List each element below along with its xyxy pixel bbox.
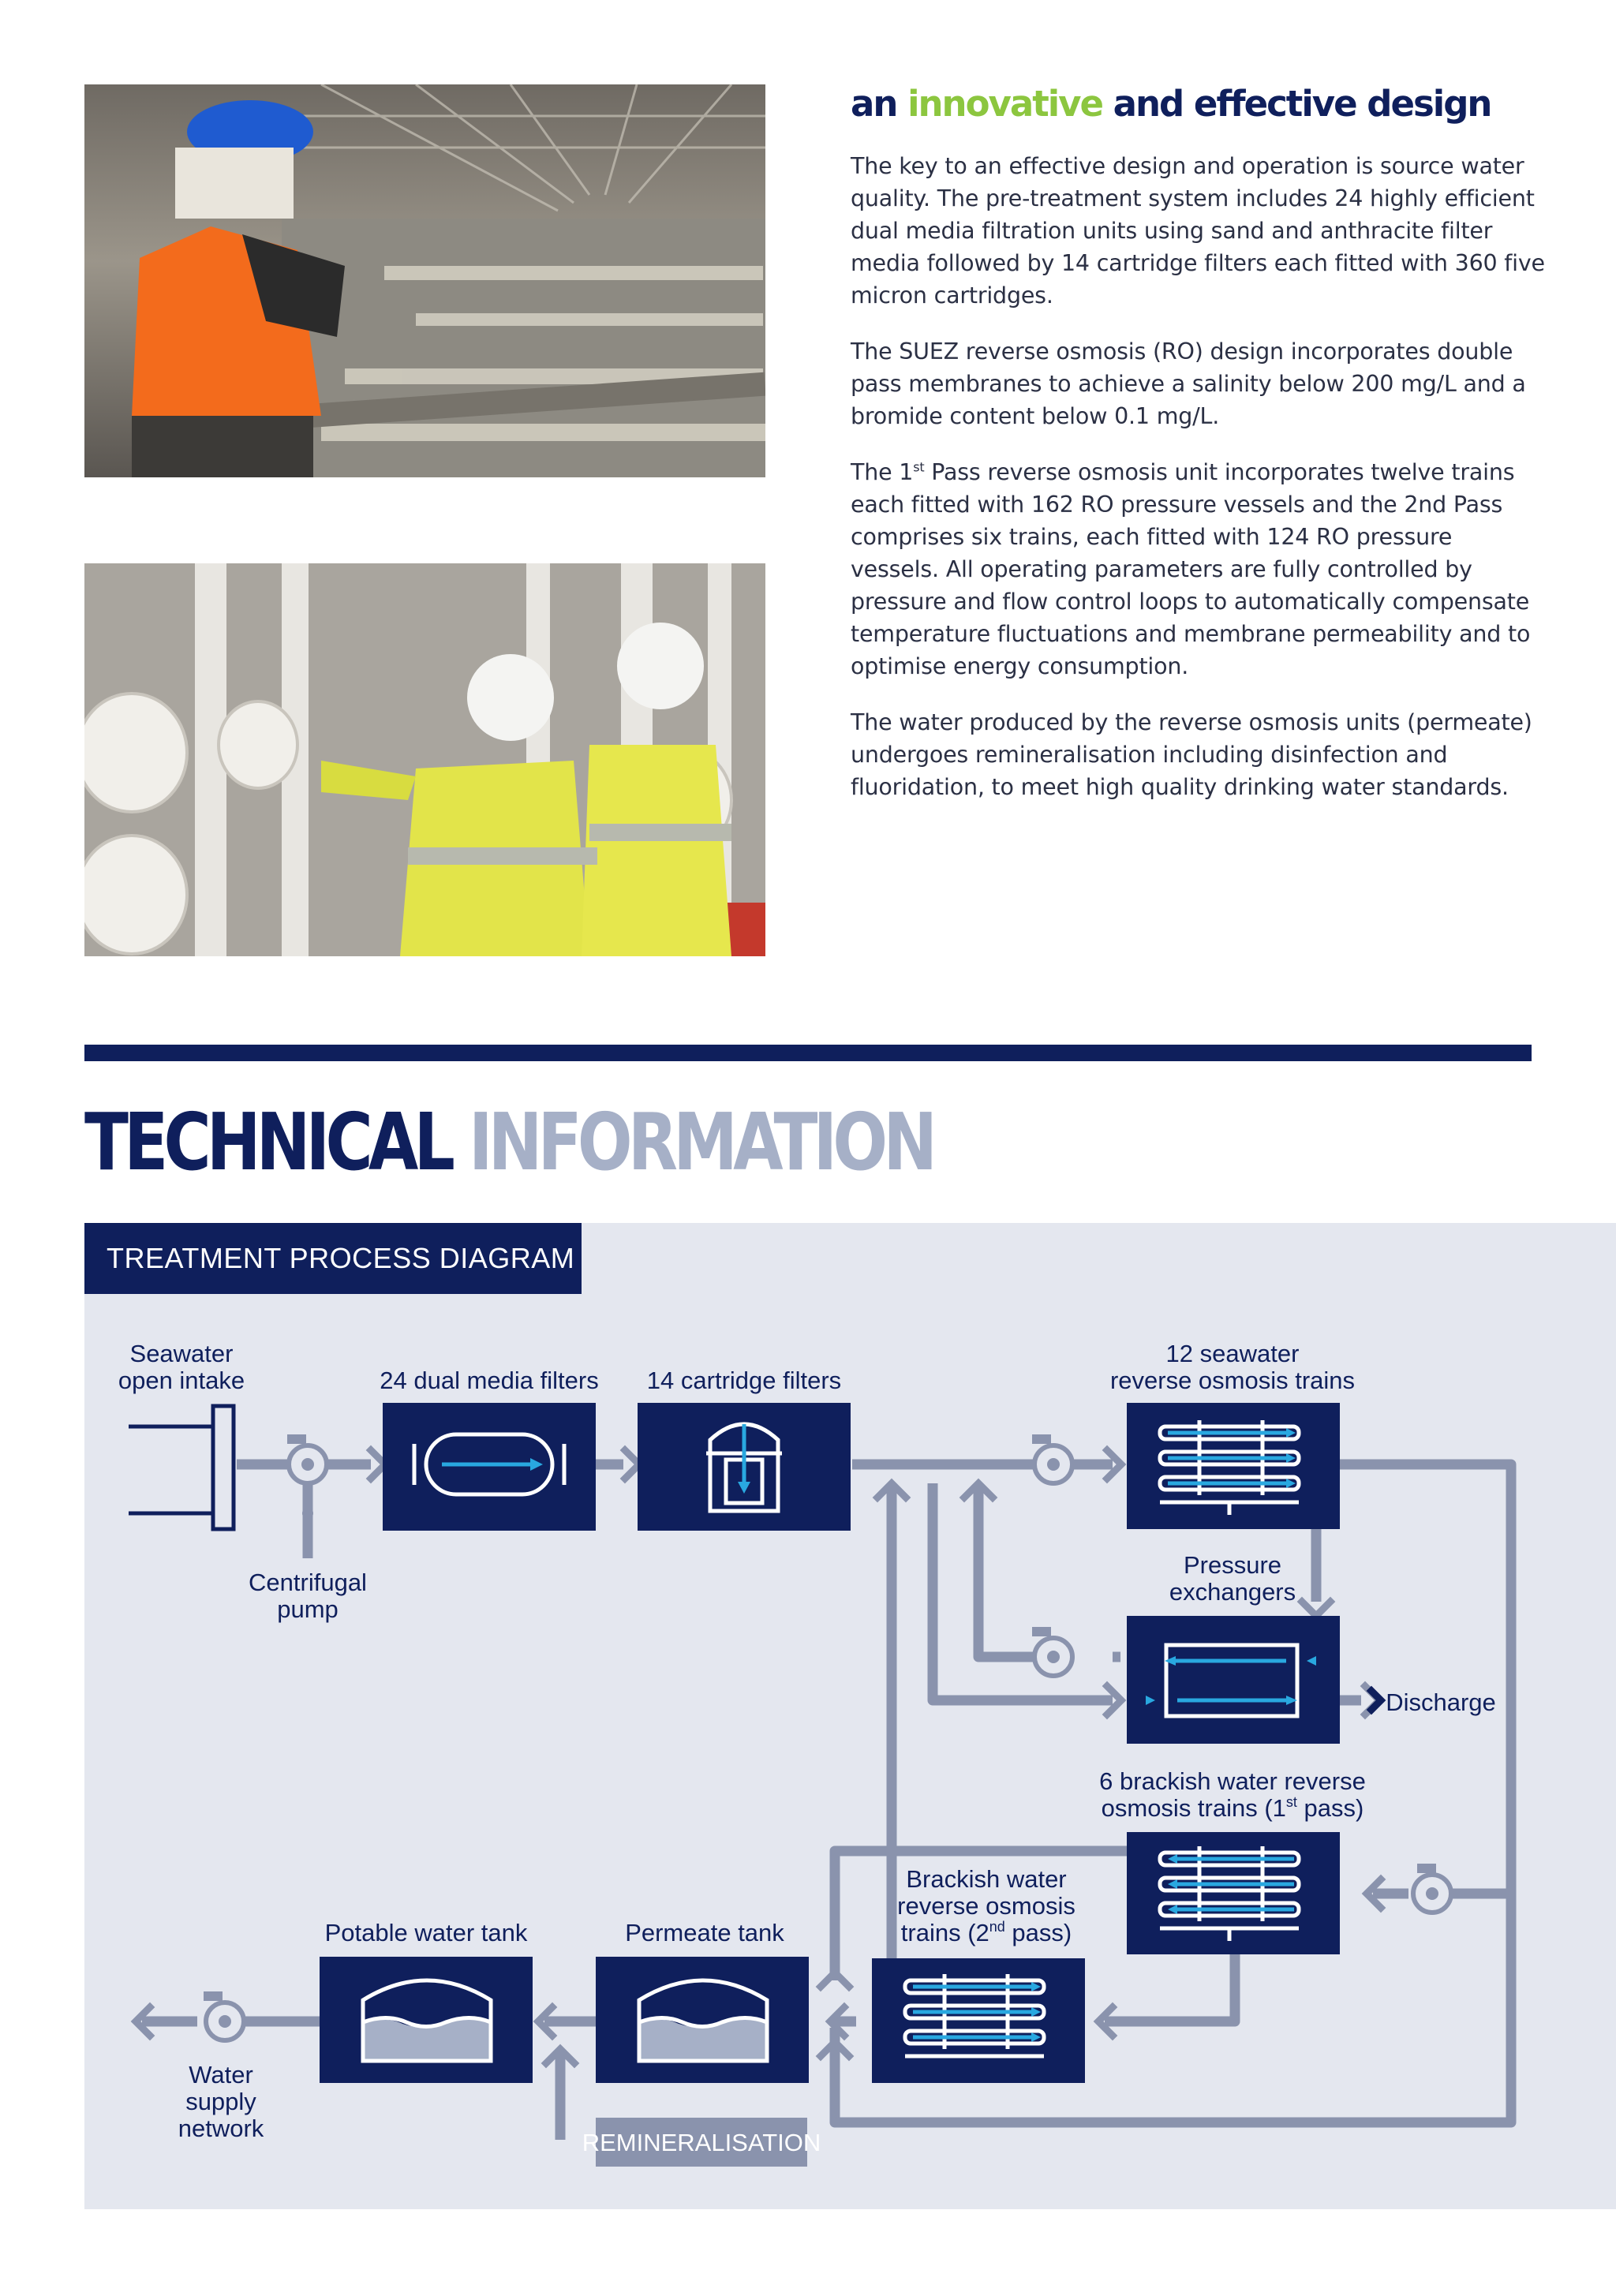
label-pressure-2: exchangers (1169, 1578, 1296, 1606)
permeate-tank-unit (596, 1957, 809, 2083)
label-water-supply-3: network (178, 2115, 264, 2142)
potable-tank-unit (320, 1957, 533, 2083)
arrow-chevron-icon (815, 2036, 855, 2062)
tank-icon (361, 1978, 493, 2063)
label-water-supply-2: supply (185, 2088, 256, 2115)
pump-icon (286, 1434, 329, 1519)
title-light: INFORMATION (468, 1096, 937, 1188)
seawater-intake-icon (129, 1404, 236, 1531)
label-permeate-tank: Permeate tank (625, 1919, 784, 1946)
brackish-ro-first-pass-unit (1127, 1832, 1340, 1954)
heading-post: and effective design (1102, 83, 1493, 125)
section-title: TECHNICAL INFORMATION (84, 1091, 937, 1194)
label-pressure-1: Pressure (1184, 1551, 1281, 1579)
tank-icon (637, 1978, 769, 2063)
label-brackish1-2: osmosis trains (1st pass) (1102, 1794, 1364, 1822)
label-pump-1: Centrifugal (249, 1569, 367, 1596)
pump-icon (204, 1991, 246, 2043)
article-heading: an innovative and effective design (851, 79, 1545, 129)
filter-vessel-icon (412, 1432, 567, 1497)
pump-icon (1411, 1864, 1453, 1915)
label-remineralisation: REMINERALISATION (582, 2129, 821, 2156)
arrow-chevron-icon (541, 2044, 580, 2069)
p3-post: Pass reverse osmosis unit incorporates t… (851, 459, 1531, 679)
label-seawater-1: Seawater (130, 1340, 234, 1367)
paragraph-ro-passes: The 1st Pass reverse osmosis unit incorp… (851, 456, 1545, 682)
label-brackish2-3: trains (2nd pass) (901, 1919, 1072, 1946)
label-potable-tank: Potable water tank (325, 1919, 528, 1946)
pump-icon (1032, 1434, 1075, 1486)
membrane-rack-icon (903, 1974, 1046, 2059)
paragraph-ro-design: The SUEZ reverse osmosis (RO) design inc… (851, 338, 1526, 429)
dual-media-filter-unit (383, 1403, 596, 1531)
label-dual-media: 24 dual media filters (380, 1367, 598, 1394)
pipes (142, 1459, 1517, 2140)
title-dark: TECHNICAL (84, 1096, 455, 1188)
label-pump-2: pump (277, 1595, 339, 1623)
arrow-chevron-icon (1361, 1874, 1386, 1913)
label-water-supply-1: Water (189, 2061, 253, 2088)
arrow-chevron-icon (130, 2002, 155, 2041)
arrow-chevron-icon (1102, 1445, 1127, 1484)
p3-pre: The 1 (851, 459, 914, 485)
paragraph-pretreatment: The key to an effective design and opera… (851, 153, 1545, 309)
arrow-chevron-icon (533, 2002, 558, 2041)
arrow-chevron-icon (872, 1478, 911, 1503)
label-brackish2-1: Brackish water (906, 1865, 1066, 1893)
heading-accent: innovative (907, 83, 1104, 125)
brackish-ro-second-pass-unit (872, 1958, 1085, 2083)
pressure-exchanger-unit (1127, 1616, 1386, 1744)
label-seawater-ro-1: 12 seawater (1166, 1340, 1300, 1367)
article-section: an innovative and effective design The k… (851, 79, 1545, 827)
cartridge-filter-unit (638, 1403, 851, 1531)
remineralisation-box (596, 2118, 807, 2167)
label-brackish2-2: reverse osmosis (897, 1892, 1075, 1920)
seawater-ro-unit (1127, 1403, 1340, 1529)
diagram-labels: Seawater open intake Centrifugal pump 24… (118, 1340, 1496, 2156)
photo-worker-in-plant-hall (84, 84, 765, 477)
label-seawater-2: open intake (118, 1367, 245, 1394)
label-seawater-ro-2: reverse osmosis trains (1110, 1367, 1355, 1394)
exchanger-icon (1146, 1643, 1316, 1718)
label-cartridge: 14 cartridge filters (647, 1367, 841, 1394)
arrow-chevron-icon (825, 2002, 850, 2041)
membrane-rack-icon (1158, 1846, 1301, 1941)
arrow-chevron-icon (1102, 1681, 1127, 1720)
arrow-chevron-icon (619, 1445, 645, 1484)
cartridge-icon (706, 1422, 782, 1513)
arrow-chevron-icon (1093, 2002, 1118, 2041)
pump-icon (1032, 1627, 1075, 1678)
p3-sup: st (913, 459, 925, 475)
arrow-chevron-icon (1296, 1596, 1336, 1621)
label-brackish1-1: 6 brackish water reverse (1099, 1767, 1366, 1795)
paragraph-remineralisation: The water produced by the reverse osmosi… (851, 709, 1532, 800)
diagram-label: TREATMENT PROCESS DIAGRAM (84, 1223, 582, 1294)
arrow-chevron-icon (815, 1967, 855, 1992)
photo-workers-at-ro-vessels (84, 563, 765, 956)
heading-pre: an (851, 83, 908, 125)
section-divider (84, 1045, 1532, 1061)
label-discharge: Discharge (1386, 1688, 1496, 1716)
membrane-rack-icon (1158, 1420, 1301, 1515)
arrow-chevron-icon (959, 1478, 998, 1503)
